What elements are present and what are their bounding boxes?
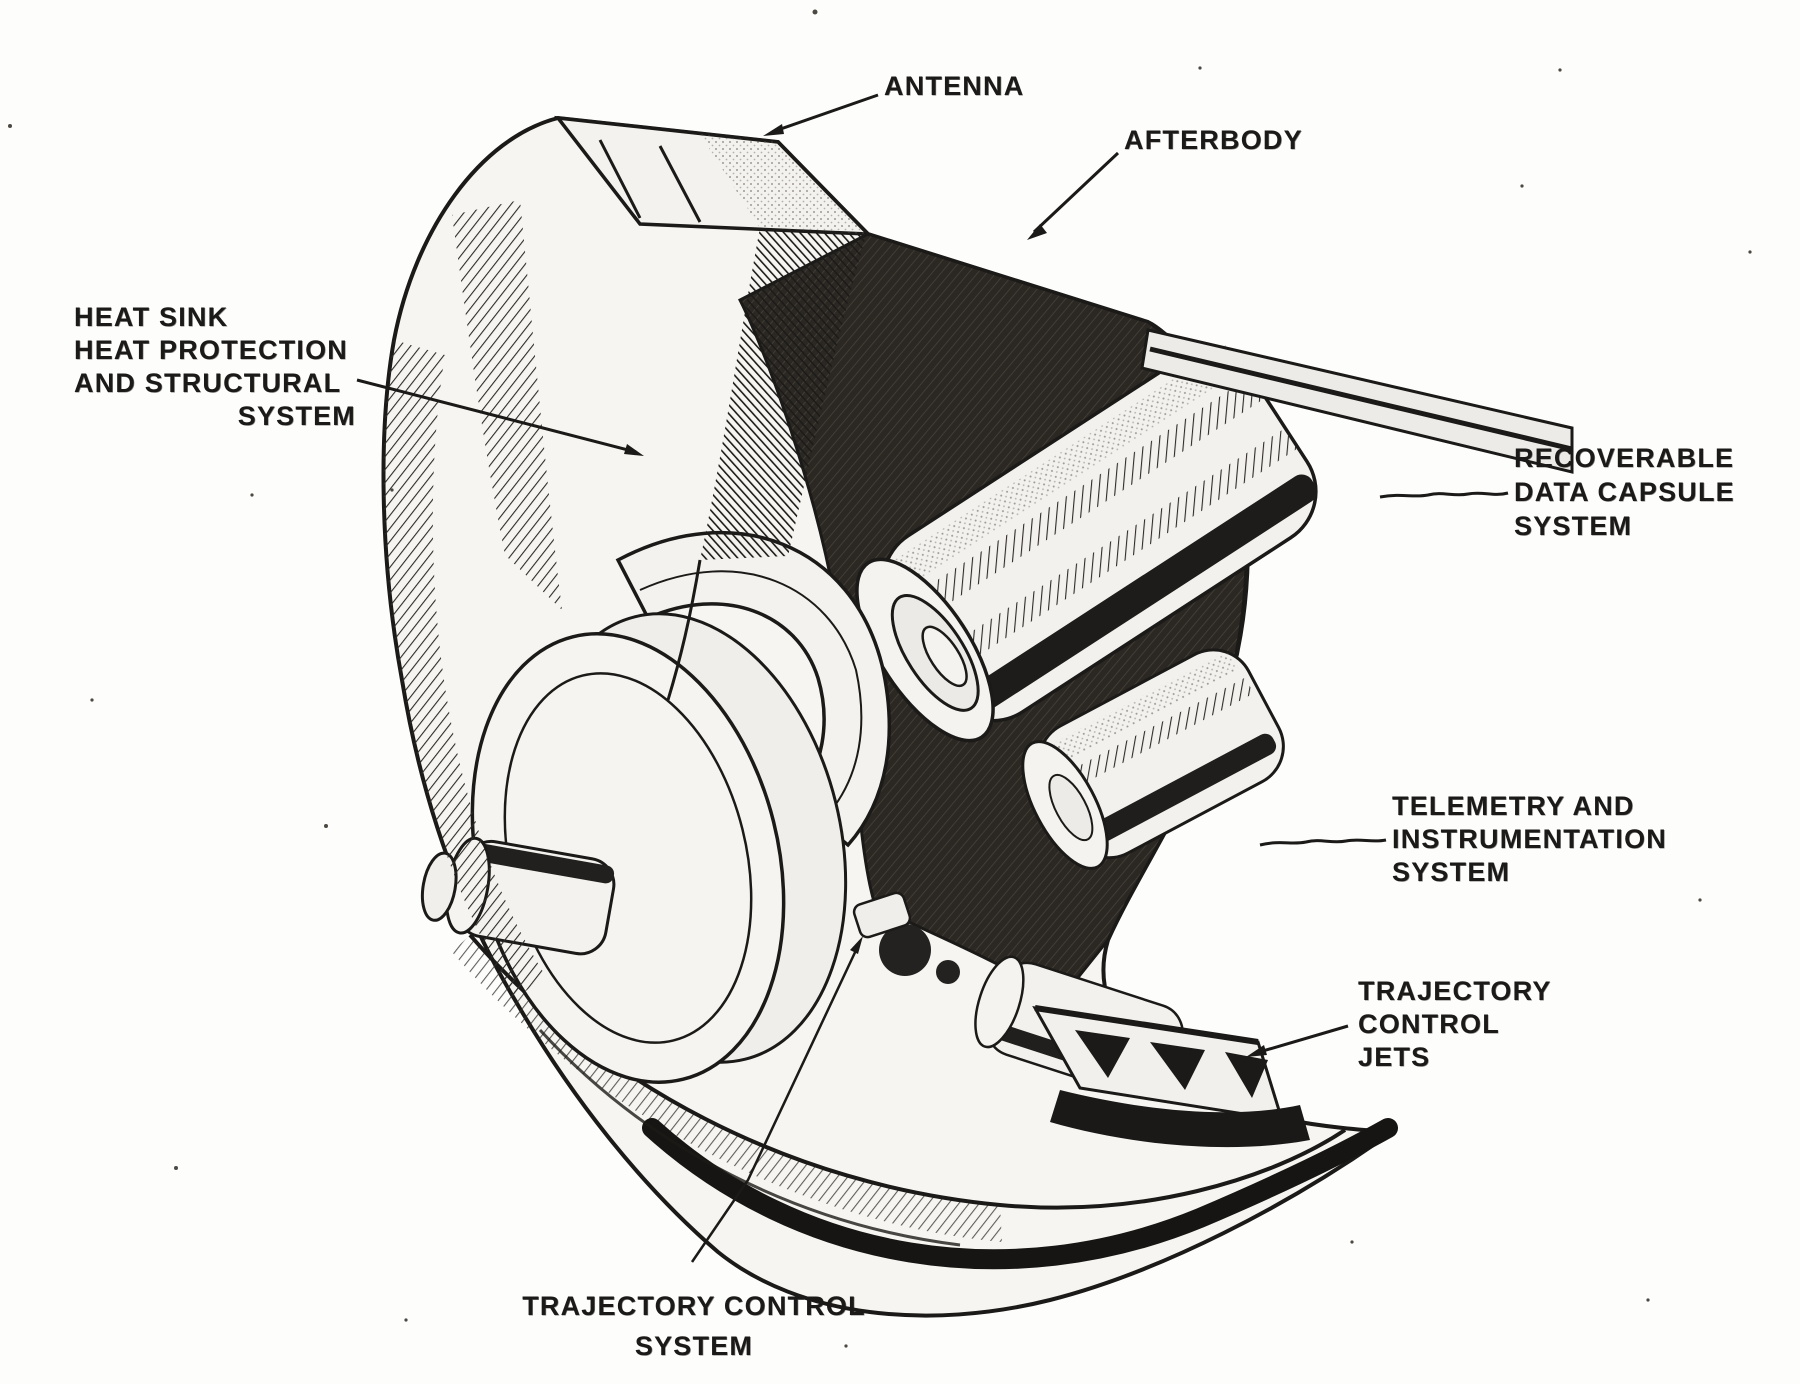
label-trajectory-control-jets: TRAJECTORY CONTROL JETS [1358, 975, 1552, 1074]
equipment-disc [470, 612, 848, 1084]
label-trajectory-control-system: TRAJECTORY CONTROL SYSTEM [520, 1286, 868, 1366]
label-heat-sink-line-1: HEAT SINK [74, 302, 229, 332]
antenna-leader-line [763, 93, 879, 136]
forebody-heat-shield [383, 142, 866, 1000]
label-heat-sink-line-3: AND STRUCTURAL [74, 368, 342, 398]
label-tcs-line-2: SYSTEM [634, 1331, 754, 1361]
leader-lines [356, 93, 1509, 1263]
label-heat-sink-line-4: SYSTEM [237, 401, 356, 431]
label-heat-sink-line-2: HEAT PROTECTION [74, 335, 348, 365]
label-recoverable-line-1: RECOVERABLE [1514, 443, 1735, 473]
label-tcs-line-1: TRAJECTORY CONTROL [522, 1291, 866, 1321]
label-jets-line-2: CONTROL [1358, 1009, 1500, 1039]
trajectory-system-leader-line [690, 936, 863, 1263]
afterbody-straps [1140, 328, 1574, 474]
label-telemetry-line-2: INSTRUMENTATION [1392, 824, 1667, 854]
recoverable-data-capsule [855, 345, 1318, 743]
trajectory-control-nozzle [852, 891, 960, 984]
paper-speckles [8, 9, 1752, 1348]
label-heat-sink: HEAT SINK HEAT PROTECTION AND STRUCTURAL… [74, 301, 356, 433]
label-telemetry-instrumentation: TELEMETRY AND INSTRUMENTATION SYSTEM [1392, 790, 1667, 889]
label-recoverable-line-3: SYSTEM [1514, 511, 1633, 541]
trajectory-jets-leader-line [1246, 1024, 1349, 1057]
telemetry-leader-line [1259, 838, 1387, 847]
telemetry-cylinder [1021, 648, 1285, 870]
label-recoverable-line-2: DATA CAPSULE [1514, 477, 1735, 507]
trajectory-control-jets-truss [1032, 1005, 1310, 1148]
label-afterbody: AFTERBODY [1124, 125, 1303, 155]
recoverable-leader-line [1379, 491, 1509, 499]
label-telemetry-line-3: SYSTEM [1392, 857, 1511, 887]
label-recoverable-data-capsule: RECOVERABLE DATA CAPSULE SYSTEM [1514, 441, 1735, 543]
label-jets-line-1: TRAJECTORY [1358, 976, 1552, 1006]
label-jets-line-3: JETS [1358, 1042, 1431, 1072]
antenna-flap [554, 115, 873, 236]
afterbody-leader-line [1027, 151, 1120, 240]
bottom-lip [452, 933, 1398, 1270]
label-telemetry-line-1: TELEMETRY AND [1392, 791, 1635, 821]
label-antenna: ANTENNA [884, 71, 1025, 101]
heat-sink-leader-line [356, 378, 644, 456]
